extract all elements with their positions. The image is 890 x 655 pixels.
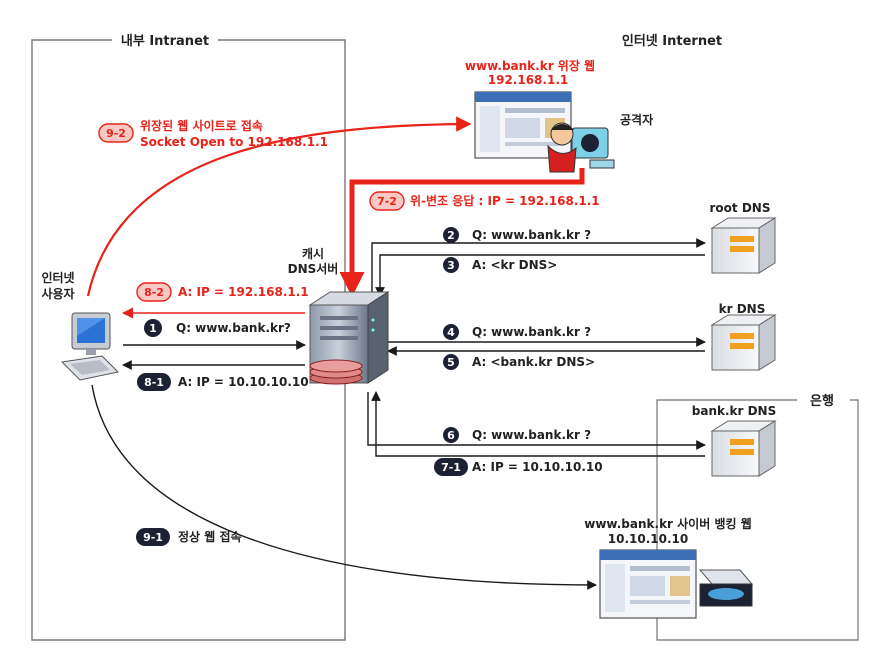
step-1-badge: 1: [149, 322, 157, 335]
intranet-zone: 내부 Intranet: [31, 33, 346, 641]
cache-dns-label-2: DNS서버: [288, 261, 339, 276]
flow-6-line: [367, 392, 706, 450]
step-5: 5 A: <bank.kr DNS>: [443, 354, 595, 370]
step-8-2-text: A: IP = 192.168.1.1: [178, 285, 309, 299]
flow-7-1-line: [371, 391, 705, 457]
cache-dns-server-icon: [308, 291, 390, 385]
step-2-badge: 2: [447, 229, 455, 242]
step-7-1-badge: 7-1: [441, 461, 461, 474]
bank-dns-label: bank.kr DNS: [692, 404, 777, 418]
step-8-2-badge: 8-2: [144, 286, 164, 299]
step-7-2-text: 위-변조 응답 : IP = 192.168.1.1: [410, 193, 600, 208]
user-pc-icon: [60, 312, 120, 381]
step-8-1-text: A: IP = 10.10.10.10: [178, 375, 309, 389]
bank-dns-server-icon: [710, 420, 777, 477]
step-9-2-text-1: 위장된 웹 사이트로 접속: [140, 118, 263, 133]
intranet-label: 내부 Intranet: [121, 33, 209, 49]
step-7-2: 7-2 위-변조 응답 : IP = 192.168.1.1: [369, 191, 600, 211]
step-8-1-badge: 8-1: [144, 376, 164, 389]
flow-7-2-line: [339, 168, 585, 297]
real-site-label-1: www.bank.kr 사이버 뱅킹 웹: [584, 516, 752, 531]
flow-9-2-line: [86, 116, 472, 297]
bank-zone: 은행: [656, 393, 859, 641]
real-web-browser-icon: [599, 549, 697, 619]
step-3-badge: 3: [447, 259, 455, 272]
bank-storage-icon: [698, 569, 754, 607]
step-6-text: Q: www.bank.kr ?: [472, 428, 591, 442]
internet-label: 인터넷 Internet: [622, 33, 722, 49]
real-site-label-2: 10.10.10.10: [608, 532, 688, 546]
step-7-2-badge: 7-2: [377, 195, 397, 208]
fake-site-label-1: www.bank.kr 위장 웹: [465, 58, 595, 73]
step-5-badge: 5: [447, 356, 455, 369]
fake-web-browser-icon: [474, 91, 572, 159]
root-dns-server-icon: [710, 217, 777, 274]
step-2: 2 Q: www.bank.kr ?: [443, 227, 591, 243]
kr-dns-label: kr DNS: [719, 302, 766, 316]
step-1-text: Q: www.bank.kr?: [176, 321, 291, 335]
kr-dns-server-icon: [710, 314, 777, 371]
step-9-2-badge: 9-2: [106, 127, 126, 140]
flow-2-line: [371, 238, 706, 296]
step-9-1: 9-1 정상 웹 접속: [136, 528, 242, 546]
root-dns-label: root DNS: [710, 201, 771, 215]
step-9-2-text-2: Socket Open to 192.168.1.1: [140, 135, 328, 149]
flow-9-1-line: [91, 384, 597, 590]
step-9-1-text: 정상 웹 접속: [178, 529, 242, 544]
cache-dns-label-1: 캐시: [302, 247, 324, 261]
step-3-text: A: <kr DNS>: [472, 258, 557, 272]
step-4-badge: 4: [447, 326, 455, 339]
step-4: 4 Q: www.bank.kr ?: [443, 324, 591, 340]
step-6-badge: 6: [447, 429, 455, 442]
step-8-2: 8-2 A: IP = 192.168.1.1: [136, 282, 309, 302]
step-7-1: 7-1 A: IP = 10.10.10.10: [434, 458, 603, 476]
attacker-label: 공격자: [620, 112, 653, 127]
step-9-1-badge: 9-1: [143, 531, 163, 544]
attacker-icon: [547, 122, 615, 173]
bank-label: 은행: [810, 393, 834, 409]
step-6: 6 Q: www.bank.kr ?: [443, 427, 591, 443]
user-label-2: 사용자: [41, 286, 74, 301]
step-8-1: 8-1 A: IP = 10.10.10.10: [137, 373, 309, 391]
step-3: 3 A: <kr DNS>: [443, 257, 557, 273]
step-2-text: Q: www.bank.kr ?: [472, 228, 591, 242]
step-5-text: A: <bank.kr DNS>: [472, 355, 595, 369]
fake-site-label-2: 192.168.1.1: [488, 73, 568, 87]
step-7-1-text: A: IP = 10.10.10.10: [472, 460, 603, 474]
step-4-text: Q: www.bank.kr ?: [472, 325, 591, 339]
step-1: 1 Q: www.bank.kr?: [144, 319, 291, 337]
user-label-1: 인터넷: [41, 270, 74, 285]
step-9-2: 9-2 위장된 웹 사이트로 접속 Socket Open to 192.168…: [98, 118, 328, 149]
flow-3-line: [375, 254, 705, 297]
